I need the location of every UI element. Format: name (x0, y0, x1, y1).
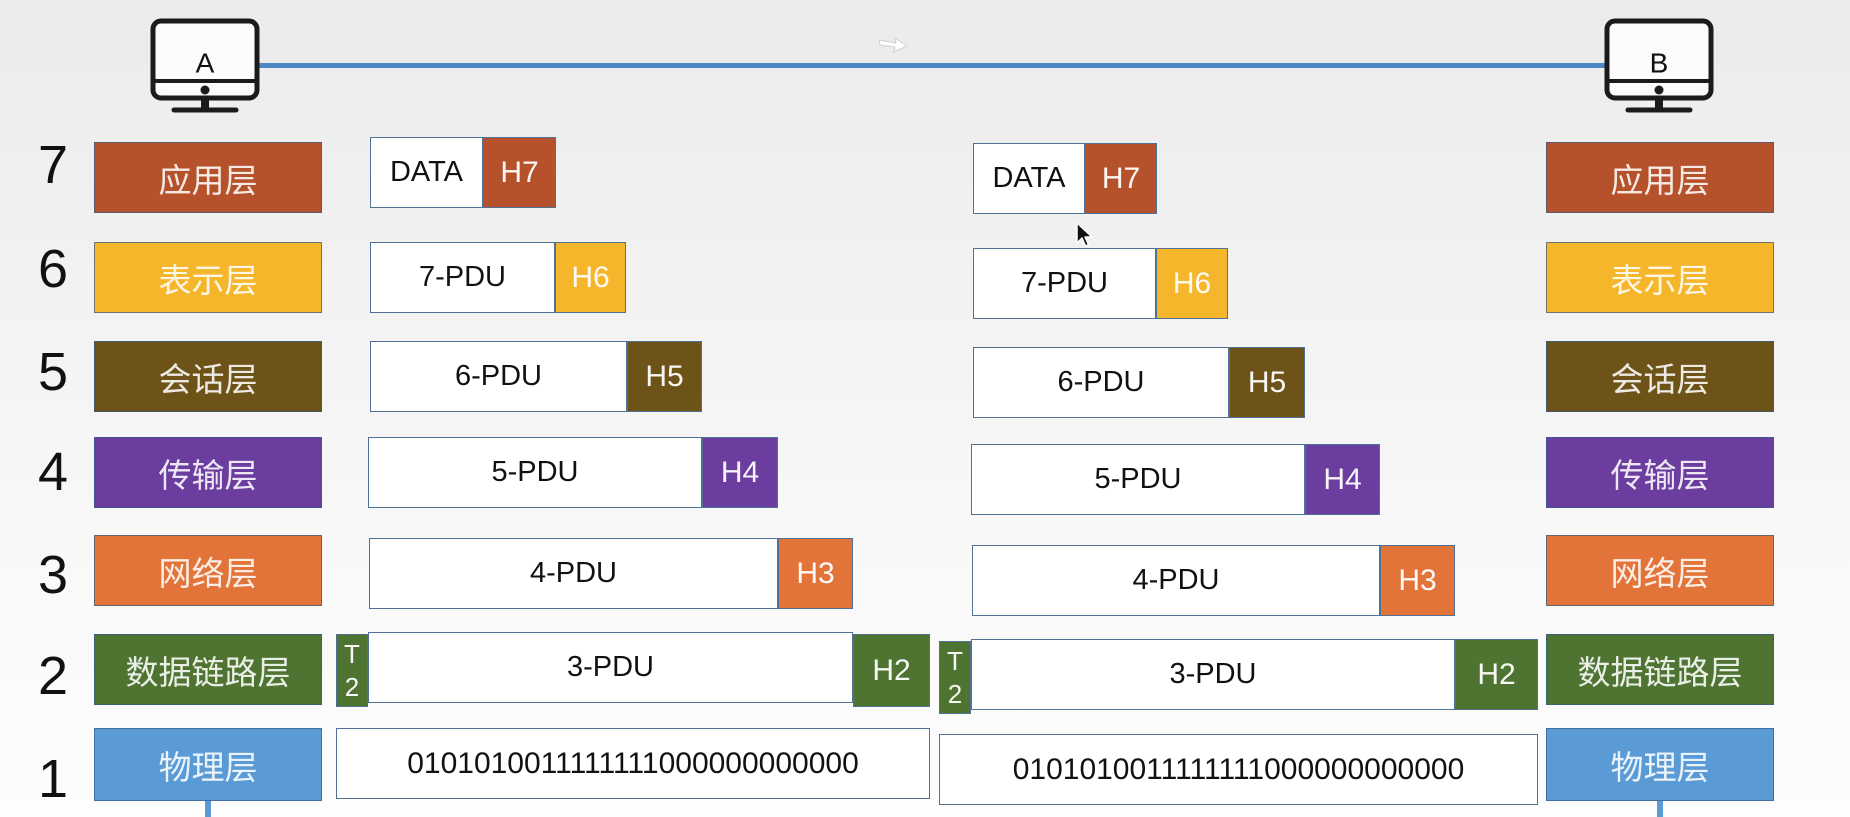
host-b-physical-link-line (1657, 801, 1663, 817)
host-a-computer-icon: A (150, 18, 260, 113)
host-a-l2-header: H2 (853, 634, 930, 707)
host-b-l1-bitstream: 0101010011111111000000000000 (939, 734, 1538, 805)
host-a-physical-link-line (205, 801, 211, 817)
host-b-l2-trailer: T2 (939, 641, 971, 714)
host-b-layer-physical: 物理层 (1546, 728, 1774, 801)
host-a-l1-bitstream: 0101010011111111000000000000 (336, 728, 930, 799)
host-b-l2-header: H2 (1455, 639, 1538, 710)
host-b-l7-header: H7 (1085, 143, 1157, 214)
layer-number-3: 3 (37, 545, 69, 605)
host-b-l3-pdu: 4-PDU (972, 545, 1380, 616)
host-a-l7-header: H7 (483, 137, 556, 208)
host-b-l4-pdu: 5-PDU (971, 444, 1305, 515)
pointer-mark-icon (878, 36, 909, 53)
layer-number-5: 5 (37, 342, 69, 402)
host-b-l6-pdu: 7-PDU (973, 248, 1156, 319)
host-b-label: B (1650, 47, 1669, 78)
host-b-l6-header: H6 (1156, 248, 1228, 319)
host-a-l6-header: H6 (555, 242, 626, 313)
host-b-layer-session: 会话层 (1546, 341, 1774, 412)
host-a-l5-header: H5 (627, 341, 702, 412)
host-b-l7-data: DATA (973, 143, 1085, 214)
host-a-l5-pdu: 6-PDU (370, 341, 627, 412)
layer-number-1: 1 (37, 749, 69, 809)
layer-number-4: 4 (37, 442, 69, 502)
host-b-layer-presentation: 表示层 (1546, 242, 1774, 313)
host-a-l4-pdu: 5-PDU (368, 437, 702, 508)
host-a-l4-header: H4 (702, 437, 778, 508)
host-b-l2-trailer-label: T2 (947, 645, 963, 709)
host-b-layer-transport: 传输层 (1546, 437, 1774, 508)
host-b-l5-header: H5 (1229, 347, 1305, 418)
host-a-layer-presentation: 表示层 (94, 242, 322, 313)
host-a-layer-physical: 物理层 (94, 728, 322, 801)
layer-number-7: 7 (37, 135, 69, 195)
host-a-l7-data: DATA (370, 137, 483, 208)
host-b-layer-network: 网络层 (1546, 535, 1774, 606)
host-a-l6-pdu: 7-PDU (370, 242, 555, 313)
host-b-layer-data-link: 数据链路层 (1546, 634, 1774, 705)
host-a-l3-pdu: 4-PDU (369, 538, 778, 609)
host-a-l2-trailer: T2 (336, 634, 368, 707)
host-a-l3-header: H3 (778, 538, 853, 609)
mouse-cursor-icon (1076, 222, 1093, 247)
host-b-l5-pdu: 6-PDU (973, 347, 1229, 418)
layer-number-2: 2 (37, 646, 69, 706)
layer-number-6: 6 (37, 239, 69, 299)
host-a-l2-trailer-label: T2 (344, 638, 360, 702)
host-b-computer-icon: B (1604, 18, 1714, 113)
host-a-label: A (196, 47, 215, 78)
host-b-l4-header: H4 (1305, 444, 1380, 515)
host-a-layer-data-link: 数据链路层 (94, 634, 322, 705)
host-a-l2-pdu: 3-PDU (368, 632, 853, 703)
host-a-layer-network: 网络层 (94, 535, 322, 606)
host-link-line (257, 63, 1607, 68)
host-a-layer-application: 应用层 (94, 142, 322, 213)
host-a-layer-transport: 传输层 (94, 437, 322, 508)
host-b-l2-pdu: 3-PDU (971, 639, 1455, 710)
host-a-layer-session: 会话层 (94, 341, 322, 412)
host-b-layer-application: 应用层 (1546, 142, 1774, 213)
host-b-l3-header: H3 (1380, 545, 1455, 616)
